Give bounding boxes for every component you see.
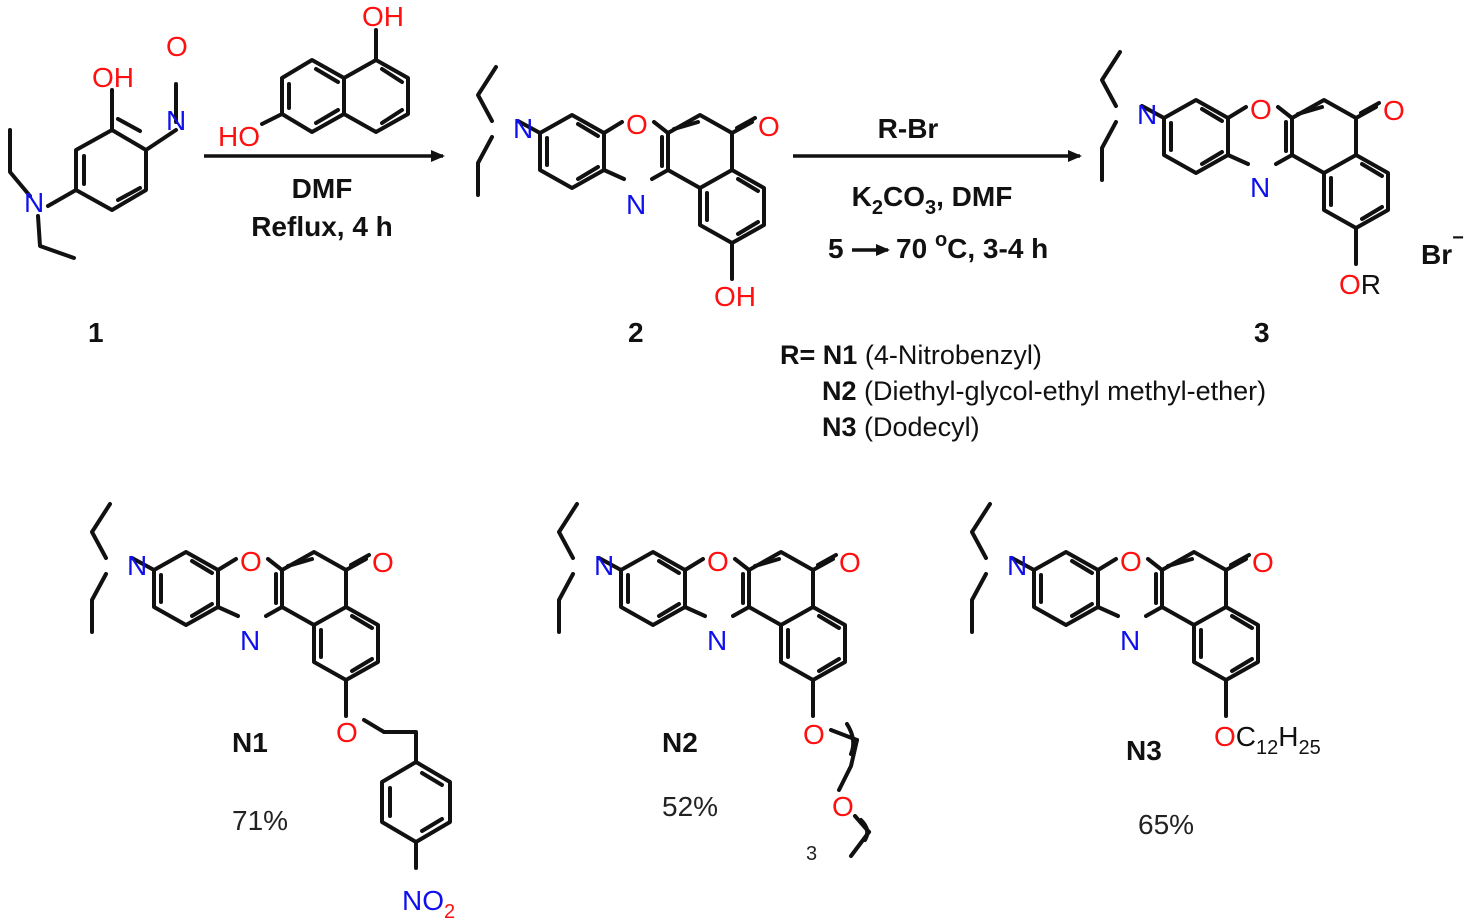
reaction1-solvent: DMF bbox=[292, 173, 353, 204]
n1-carbonyl-o: O bbox=[372, 547, 394, 578]
reaction1-conditions: Reflux, 4 h bbox=[251, 211, 393, 242]
r-group-definitions: R= N1 (4-Nitrobenzyl) N2 (Diethyl-glycol… bbox=[780, 340, 1266, 442]
n1-ring-n: N bbox=[240, 625, 260, 656]
n3-dodecyloxy: OC12H25 bbox=[1214, 721, 1321, 759]
naphthol-oh-top: OH bbox=[362, 1, 404, 32]
n2-ring-o: O bbox=[707, 546, 729, 577]
n2-ether-o: O bbox=[803, 719, 825, 750]
product-n3-yield: 65% bbox=[1138, 809, 1194, 840]
product-n1-structure bbox=[90, 502, 452, 870]
c3-alkoxy: OR bbox=[1339, 269, 1381, 300]
n1-nitro: NO2 bbox=[402, 885, 455, 923]
n2-amine-n: N bbox=[594, 550, 614, 581]
compound-3-structure bbox=[1100, 50, 1390, 266]
counter-ion: Br− bbox=[1421, 227, 1464, 270]
product-n1-label: N1 bbox=[232, 727, 268, 758]
dihydroxynaphthalene-structure: OH HO bbox=[218, 1, 410, 152]
compound-1-structure: OH O N N bbox=[8, 31, 188, 260]
hydroxyl-label: OH bbox=[92, 62, 134, 93]
svg-text:5: 5 bbox=[828, 233, 844, 264]
product-n2-label: N2 bbox=[662, 727, 698, 758]
reaction2-temperature: 5 70 oC, 3-4 h bbox=[828, 229, 1048, 264]
compound-1-label: 1 bbox=[88, 317, 104, 348]
n3-ring-o: O bbox=[1120, 546, 1142, 577]
c3-carbonyl-o: O bbox=[1383, 95, 1405, 126]
c3-ring-o: O bbox=[1250, 94, 1272, 125]
svg-text:70 oC, 3-4 h: 70 oC, 3-4 h bbox=[896, 229, 1048, 264]
n2-carbonyl-o: O bbox=[839, 547, 861, 578]
n2-repeat-count: 3 bbox=[806, 843, 817, 865]
product-n2-yield: 52% bbox=[662, 791, 718, 822]
c2-amine-n: N bbox=[513, 113, 533, 144]
c3-ring-n: N bbox=[1250, 172, 1270, 203]
product-n3-label: N3 bbox=[1126, 735, 1162, 766]
product-n1-yield: 71% bbox=[232, 805, 288, 836]
c2-ring-o: O bbox=[626, 109, 648, 140]
svg-text:R= N1 (4-Nitrobenzyl): R= N1 (4-Nitrobenzyl) bbox=[780, 340, 1042, 370]
svg-text:N2 (Diethyl-glycol-ethyl methy: N2 (Diethyl-glycol-ethyl methyl-ether) bbox=[822, 376, 1266, 406]
reaction2-base: K2CO3, DMF bbox=[852, 181, 1013, 219]
amine-nitrogen-label: N bbox=[24, 187, 44, 218]
c2-carbonyl-o: O bbox=[758, 111, 780, 142]
n2-glycol-o: O bbox=[832, 791, 854, 822]
naphthol-oh-left: HO bbox=[218, 121, 260, 152]
svg-text:N3 (Dodecyl): N3 (Dodecyl) bbox=[822, 412, 980, 442]
n2-ring-n: N bbox=[707, 625, 727, 656]
nitroso-nitrogen-label: N bbox=[166, 105, 186, 136]
c3-amine-n: N bbox=[1137, 99, 1157, 130]
n1-ring-o: O bbox=[240, 546, 262, 577]
n3-ring-n: N bbox=[1120, 625, 1140, 656]
n3-amine-n: N bbox=[1007, 550, 1027, 581]
n1-amine-n: N bbox=[127, 550, 147, 581]
compound-2-label: 2 bbox=[628, 317, 644, 348]
c2-hydroxyl: OH bbox=[714, 281, 756, 312]
n3-carbonyl-o: O bbox=[1252, 547, 1274, 578]
c2-ring-n: N bbox=[626, 189, 646, 220]
product-n3-structure bbox=[970, 502, 1260, 718]
n1-ether-o: O bbox=[336, 717, 358, 748]
compound-2-structure bbox=[476, 65, 766, 281]
reaction2-reagent: R-Br bbox=[878, 113, 939, 144]
compound-3-label: 3 bbox=[1254, 317, 1270, 348]
nitroso-oxygen-label: O bbox=[166, 31, 188, 62]
product-n2-structure bbox=[557, 502, 871, 858]
